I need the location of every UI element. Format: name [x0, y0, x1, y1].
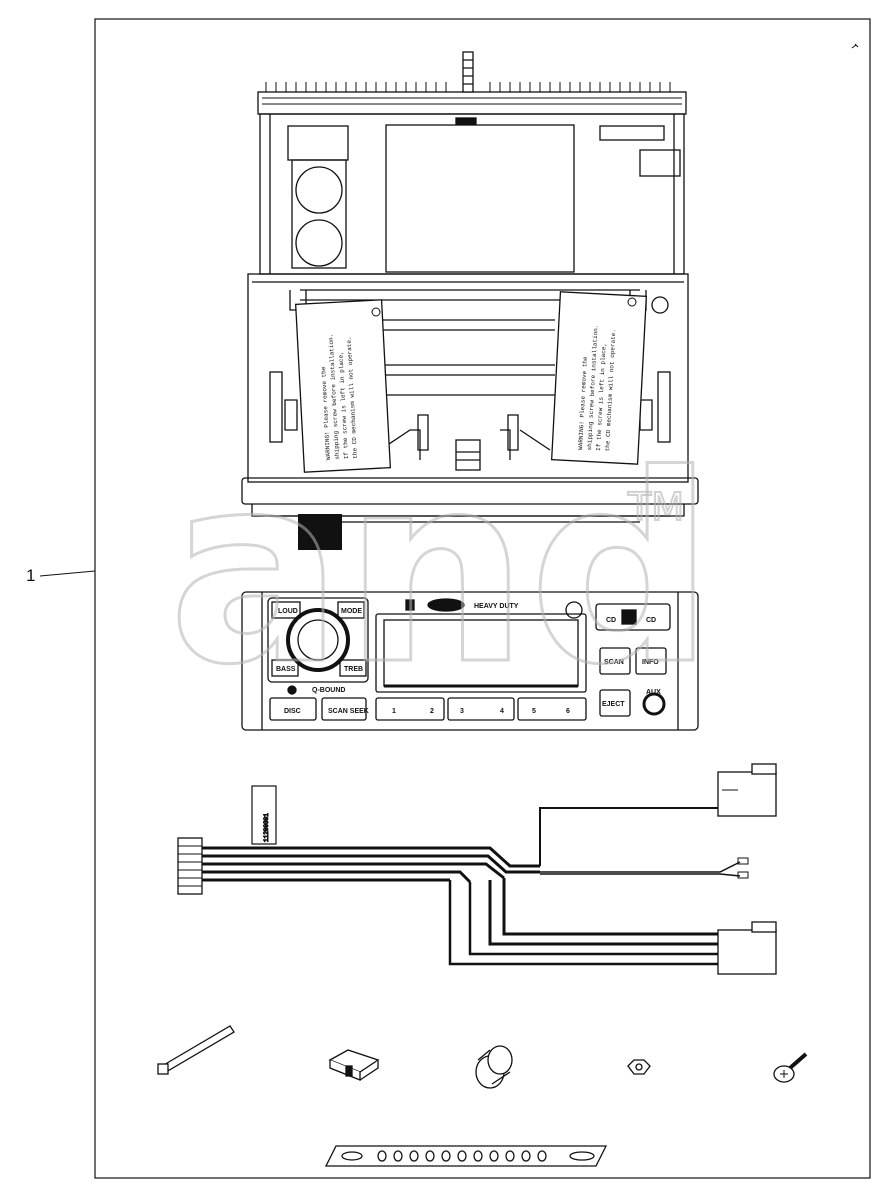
svg-text:TM: TM — [627, 485, 684, 529]
harness-tag-text: 11200801 — [263, 813, 270, 842]
faceplate-labels: LOUD MODE BASS TREB Q-BOUND HEAVY DUTY D… — [276, 603, 661, 715]
preset-6: 6 — [566, 708, 570, 715]
preset-1: 1 — [392, 708, 396, 715]
nut — [627, 1059, 651, 1075]
preset-2: 2 — [430, 708, 434, 715]
scan-label: SCAN — [604, 659, 624, 666]
watermark: and TM — [167, 419, 717, 724]
svg-text:and: and — [168, 420, 715, 722]
eject-label: EJECT — [602, 701, 625, 708]
info-label: INFO — [642, 659, 659, 666]
warning-label-left: WARNING! Please remove the shipping scre… — [294, 299, 392, 473]
radio-faceplate — [241, 591, 699, 731]
bass-button-label: BASS — [276, 666, 296, 673]
warning-label-right: WARNING! Please remove the shipping scre… — [550, 291, 648, 465]
aux-label: AUX — [646, 689, 661, 696]
cd-label-right: CD — [646, 617, 656, 624]
cd-label-left: CD — [606, 617, 616, 624]
mounting-plate — [324, 1145, 608, 1167]
rubber-bushing — [475, 1045, 513, 1089]
scan-seek-button-label: SCAN SEEK — [328, 708, 369, 715]
loud-button-label: LOUD — [278, 608, 298, 615]
preset-3: 3 — [460, 708, 464, 715]
treble-button-label: TREB — [344, 666, 363, 673]
part-callout-number: 1 — [26, 566, 36, 585]
knob-caption: Q-BOUND — [312, 687, 345, 694]
brand-label: HEAVY DUTY — [474, 603, 519, 610]
preset-4: 4 — [500, 708, 504, 715]
fuse — [328, 1049, 380, 1081]
screw — [773, 1052, 808, 1083]
disc-button-label: DISC — [284, 708, 301, 715]
mode-button-label: MODE — [341, 608, 362, 615]
preset-5: 5 — [532, 708, 536, 715]
diagram-frame — [94, 18, 871, 1179]
wiring-harness: 11200801 — [177, 763, 777, 975]
cable-tie — [157, 1025, 235, 1075]
radio-chassis — [241, 51, 699, 550]
volume-knob — [286, 608, 350, 672]
